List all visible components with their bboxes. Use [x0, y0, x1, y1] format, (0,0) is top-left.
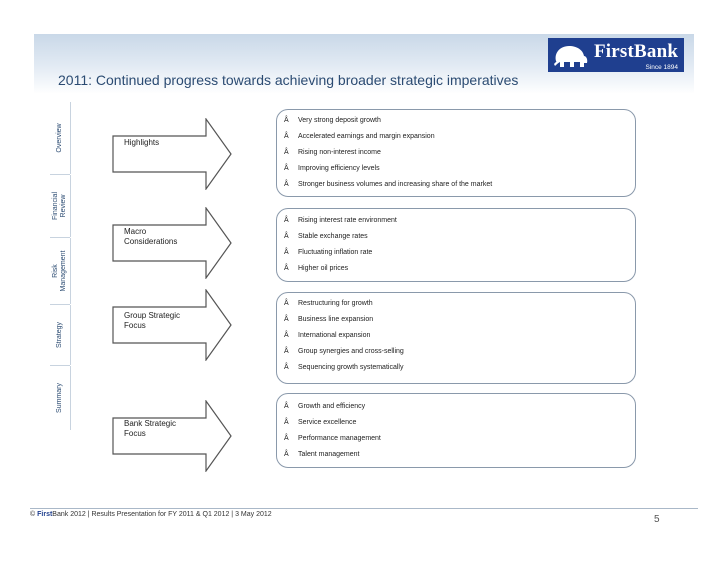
list-item: Â Fluctuating inflation rate: [284, 249, 372, 256]
arrow-label-macro: Macro Considerations: [124, 227, 178, 246]
bullet-text: Stronger business volumes and increasing…: [298, 181, 493, 188]
bullet-text: Very strong deposit growth: [298, 117, 381, 124]
logo-text: FirstBank: [594, 41, 679, 62]
bullet-marker: Â: [284, 419, 289, 426]
bullet-text: Performance management: [298, 435, 381, 442]
group-strategic-box: [276, 292, 636, 384]
sidebar-tab-label: Overview: [56, 123, 63, 153]
list-item: Â Sequencing growth systematically: [284, 364, 403, 371]
list-item: Â Rising interest rate environment: [284, 217, 397, 224]
list-item: Â Group synergies and cross-selling: [284, 348, 404, 355]
elephant-icon: [554, 46, 588, 67]
sidebar-tab-label: Summary: [56, 383, 63, 413]
bullet-marker: Â: [284, 181, 289, 188]
footer-rest: Bank 2012 | Results Presentation for FY …: [52, 511, 272, 518]
arrow-bank-strategic: [112, 400, 232, 472]
bullet-marker: Â: [284, 149, 289, 156]
bullet-text: Sequencing growth systematically: [298, 364, 404, 371]
footer-text: © FirstBank 2012 | Results Presentation …: [30, 511, 272, 518]
bullet-marker: Â: [284, 435, 289, 442]
bullet-text: Accelerated earnings and margin expansio…: [298, 133, 435, 140]
bullet-marker: Â: [284, 403, 289, 410]
bullet-marker: Â: [284, 217, 289, 224]
sidebar-tab-label: Risk Management: [52, 250, 67, 292]
bullet-text: International expansion: [298, 332, 371, 339]
bullet-text: Restructuring for growth: [298, 300, 373, 307]
bullet-text: Rising interest rate environment: [298, 217, 397, 224]
bullet-text: Service excellence: [298, 419, 357, 426]
arrow-label-highlights: Highlights: [124, 138, 160, 147]
bullet-text: Business line expansion: [298, 316, 374, 323]
highlights-box: [276, 109, 636, 197]
bullet-marker: Â: [284, 316, 289, 323]
sidebar-tab-label: Strategy: [56, 321, 63, 349]
sidebar-tab-strategy[interactable]: Strategy: [50, 305, 71, 365]
bullet-marker: Â: [284, 165, 289, 172]
list-item: Â Very strong deposit growth: [284, 117, 381, 124]
bullet-marker: Â: [284, 133, 289, 140]
bullet-marker: Â: [284, 332, 289, 339]
sidebar-tab-financial-review[interactable]: Financial Review: [50, 175, 71, 237]
arrow-label-bank-strategic: Bank Strategic Focus: [124, 419, 177, 438]
bank-strategic-box: [276, 393, 636, 468]
arrow-macro: [112, 207, 232, 279]
bullet-marker: Â: [284, 300, 289, 307]
list-item: Â Stronger business volumes and increasin…: [284, 181, 492, 188]
sidebar-tab-summary[interactable]: Summary: [50, 366, 71, 430]
list-item: Â Restructuring for growth: [284, 300, 373, 307]
bullet-text: Higher oil prices: [298, 265, 349, 272]
list-item: Â Service excellence: [284, 419, 356, 426]
footer-divider: [30, 508, 698, 509]
bullet-marker: Â: [284, 233, 289, 240]
bullet-text: Group synergies and cross-selling: [298, 348, 404, 355]
bullet-text: Rising non-interest income: [298, 149, 381, 156]
footer-copyright: ©: [30, 511, 36, 518]
arrow-label-group-strategic: Group Strategic Focus: [124, 311, 181, 330]
list-item: Â Performance management: [284, 435, 381, 442]
list-item: Â Talent management: [284, 451, 359, 458]
list-item: Â Rising non-interest income: [284, 149, 381, 156]
list-item: Â International expansion: [284, 332, 370, 339]
sidebar-tab-label: Financial Review: [52, 192, 67, 221]
bullet-marker: Â: [284, 451, 289, 458]
list-item: Â Higher oil prices: [284, 265, 348, 272]
bullet-marker: Â: [284, 348, 289, 355]
bullet-marker: Â: [284, 364, 289, 371]
footer-brand: First: [37, 511, 53, 518]
arrow-group-strategic: [112, 289, 232, 361]
bullet-marker: Â: [284, 249, 289, 256]
bullet-marker: Â: [284, 265, 289, 272]
logo-since: Since 1894: [645, 64, 678, 71]
firstbank-logo: FirstBank Since 1894: [548, 38, 684, 72]
bullet-text: Fluctuating inflation rate: [298, 249, 373, 256]
list-item: Â Business line expansion: [284, 316, 373, 323]
bullet-text: Stable exchange rates: [298, 233, 368, 240]
list-item: Â Stable exchange rates: [284, 233, 368, 240]
sidebar-divider: [50, 237, 70, 238]
bullet-text: Growth and efficiency: [298, 403, 366, 410]
bullet-text: Talent management: [298, 451, 360, 458]
macro-box: [276, 208, 636, 282]
sidebar-divider: [50, 174, 70, 175]
page-number: 5: [654, 514, 660, 525]
list-item: Â Growth and efficiency: [284, 403, 365, 410]
sidebar-tab-risk-management[interactable]: Risk Management: [50, 238, 71, 304]
list-item: Â Improving efficiency levels: [284, 165, 380, 172]
bullet-text: Improving efficiency levels: [298, 165, 380, 172]
sidebar-divider: [50, 304, 70, 305]
sidebar-divider: [50, 365, 70, 366]
list-item: Â Accelerated earnings and margin expansi…: [284, 133, 435, 140]
page-title: 2011: Continued progress towards achievi…: [58, 72, 519, 88]
arrow-highlights: [112, 118, 232, 190]
bullet-marker: Â: [284, 117, 289, 124]
sidebar-tab-overview[interactable]: Overview: [50, 102, 71, 174]
